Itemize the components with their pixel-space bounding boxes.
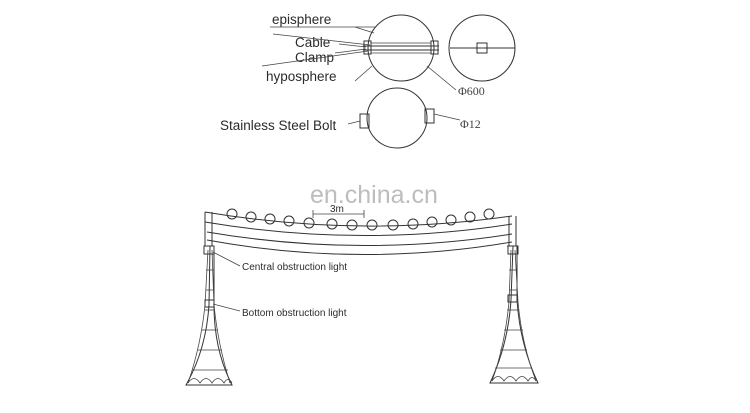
marker-ball (283, 215, 295, 227)
marker-ball (264, 213, 276, 225)
clamp-left (363, 40, 372, 55)
label-bottom-obstruction-light: Bottom obstruction light (242, 308, 347, 319)
label-diameter-600: Φ600 (458, 84, 485, 98)
marker-ball (426, 216, 438, 228)
label-hyposphere: hyposphere (266, 69, 337, 84)
marker-ball (464, 211, 476, 223)
marker-ball (445, 214, 457, 226)
dimension-marker (312, 210, 365, 218)
label-stainless-steel-bolt: Stainless Steel Bolt (220, 118, 337, 133)
label-episphere: episphere (272, 12, 331, 27)
cables (204, 211, 513, 255)
bolt-detail (347, 87, 461, 149)
marker-balls (226, 208, 495, 231)
left-tower (185, 212, 233, 386)
ball-front-clamp (476, 42, 488, 54)
ball-section-detail (363, 14, 439, 82)
clamp-right (430, 40, 439, 55)
marker-ball (245, 211, 257, 223)
bolt-lug-right (424, 108, 435, 124)
label-central-obstruction-light: Central obstruction light (242, 262, 347, 273)
label-diameter-12: Φ12 (460, 117, 481, 131)
leader-bottom-light (212, 303, 241, 312)
label-dimension: 3m (330, 204, 344, 215)
marker-ball (483, 208, 495, 220)
top-leader-lines (261, 26, 457, 91)
marker-ball (387, 219, 399, 231)
marker-ball (366, 219, 378, 231)
ball-front-detail (448, 14, 516, 82)
marker-ball (346, 219, 358, 231)
leader-central-light (212, 251, 241, 267)
ball-side-circle (367, 14, 435, 82)
right-tower (489, 216, 539, 384)
marker-ball (303, 217, 315, 229)
marker-ball (407, 218, 419, 230)
marker-ball (326, 218, 338, 230)
marker-ball (226, 208, 238, 220)
label-cable: Cable (295, 35, 330, 50)
label-clamp: Clamp (295, 50, 334, 65)
bolt-ball-circle (366, 87, 428, 149)
watermark: en.china.cn (310, 181, 438, 209)
